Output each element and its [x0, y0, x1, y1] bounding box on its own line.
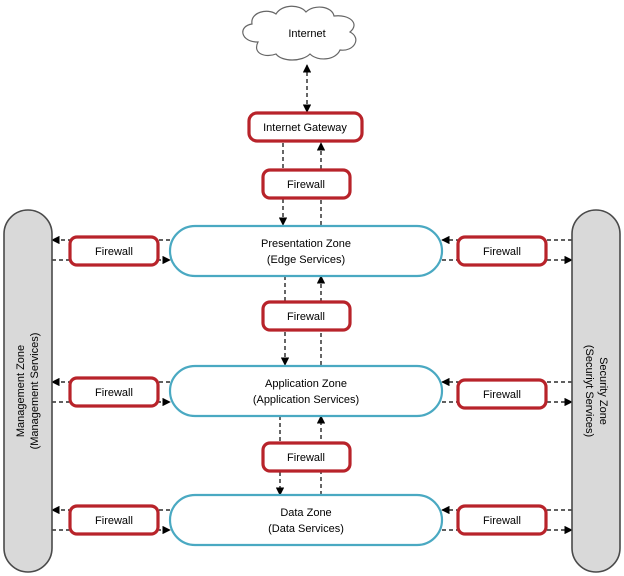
application-zone-title: Application Zone — [265, 378, 347, 390]
firewall-label: Firewall — [483, 389, 521, 401]
firewall-right-presentation: Firewall — [456, 235, 548, 267]
firewall-label: Firewall — [287, 179, 325, 191]
management-zone-title: Management Zone — [15, 345, 27, 437]
data-zone-subtitle: (Data Services) — [268, 523, 344, 535]
security-zone-subtitle: (Securiyt Services) — [583, 345, 595, 437]
internet-gateway-label: Internet Gateway — [263, 122, 347, 134]
security-zone-title: Security Zone — [597, 357, 609, 425]
firewall-left-presentation: Firewall — [68, 235, 160, 267]
firewall-left-data: Firewall — [68, 504, 160, 536]
firewall-right-data: Firewall — [456, 504, 548, 536]
firewall-application-data: Firewall — [261, 441, 352, 473]
firewall-right-application: Firewall — [456, 378, 548, 410]
firewall-label: Firewall — [483, 246, 521, 258]
internet-label: Internet — [288, 28, 325, 40]
application-zone: Application Zone (Application Services) — [168, 364, 444, 418]
presentation-zone-subtitle: (Edge Services) — [267, 254, 345, 266]
firewall-label: Firewall — [95, 387, 133, 399]
data-zone-title: Data Zone — [280, 507, 331, 519]
management-zone: Management Zone (Management Services) — [3, 209, 53, 573]
application-zone-subtitle: (Application Services) — [253, 394, 359, 406]
management-zone-subtitle: (Management Services) — [29, 333, 41, 450]
firewall-presentation-application: Firewall — [261, 300, 352, 332]
firewall-label: Firewall — [95, 515, 133, 527]
presentation-zone: Presentation Zone (Edge Services) — [168, 224, 444, 278]
firewall-gateway: Firewall — [261, 168, 352, 200]
firewall-left-application: Firewall — [68, 376, 160, 408]
presentation-zone-title: Presentation Zone — [261, 238, 351, 250]
firewall-label: Firewall — [483, 515, 521, 527]
security-zone: Security Zone (Securiyt Services) — [571, 209, 621, 573]
firewall-label: Firewall — [287, 452, 325, 464]
firewall-label: Firewall — [287, 311, 325, 323]
firewall-label: Firewall — [95, 246, 133, 258]
data-zone: Data Zone (Data Services) — [168, 493, 444, 547]
internet-cloud: Internet — [242, 5, 357, 61]
internet-gateway: Internet Gateway — [247, 111, 364, 143]
